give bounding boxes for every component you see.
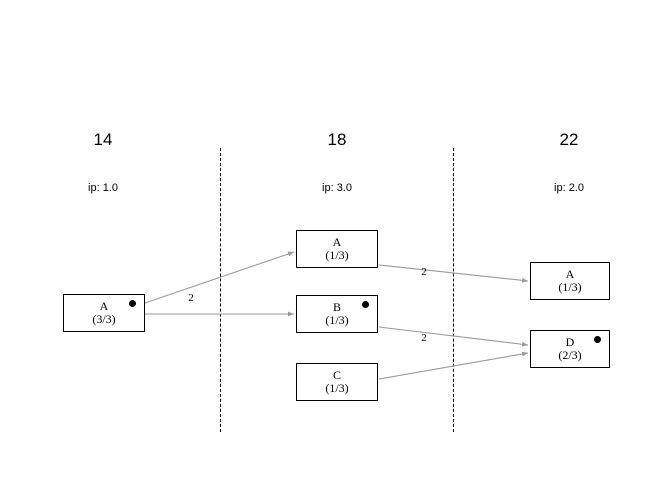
column-header-22: 22 [559,130,579,149]
node-n-c3-d[interactable]: D(2/3) [530,330,610,368]
token-dot-icon [362,301,369,308]
column-header-14: 14 [93,130,113,149]
edge-n-c2-c-to-n-c3-d [378,351,529,380]
column-divider-1 [220,148,221,432]
node-count: (2/3) [558,348,582,362]
column-ip-18: ip: 3.0 [322,182,352,194]
node-count: (1/3) [558,280,582,294]
node-label: B [332,300,341,315]
node-label: A [332,235,342,250]
edge-label-e-1: 2 [188,292,194,304]
node-n-c2-c[interactable]: C(1/3) [296,363,378,401]
node-label: C [332,368,341,383]
node-n-c2-b[interactable]: B(1/3) [296,295,378,333]
edge-n-c2-a-to-n-c3-a [378,264,529,283]
edge-n-c1-a-to-n-c2-a [144,251,295,304]
column-header-18: 18 [327,130,347,149]
edge-n-c2-b-to-n-c3-d [378,326,529,347]
node-label: A [565,267,575,282]
column-divider-2 [453,148,454,432]
node-count: (1/3) [325,248,349,262]
column-ip-22: ip: 2.0 [554,182,584,194]
node-count: (1/3) [325,381,349,395]
node-count: (1/3) [325,313,349,327]
node-n-c2-a[interactable]: A(1/3) [296,230,378,268]
edge-label-e-3: 2 [421,266,427,278]
column-ip-14: ip: 1.0 [88,182,118,194]
token-dot-icon [129,300,136,307]
node-n-c1-a[interactable]: A(3/3) [63,294,145,332]
node-label: D [565,335,575,350]
node-n-c3-a[interactable]: A(1/3) [530,262,610,300]
edge-label-e-4: 2 [421,332,427,344]
node-count: (3/3) [92,312,116,326]
node-label: A [99,299,109,314]
token-dot-icon [594,336,601,343]
